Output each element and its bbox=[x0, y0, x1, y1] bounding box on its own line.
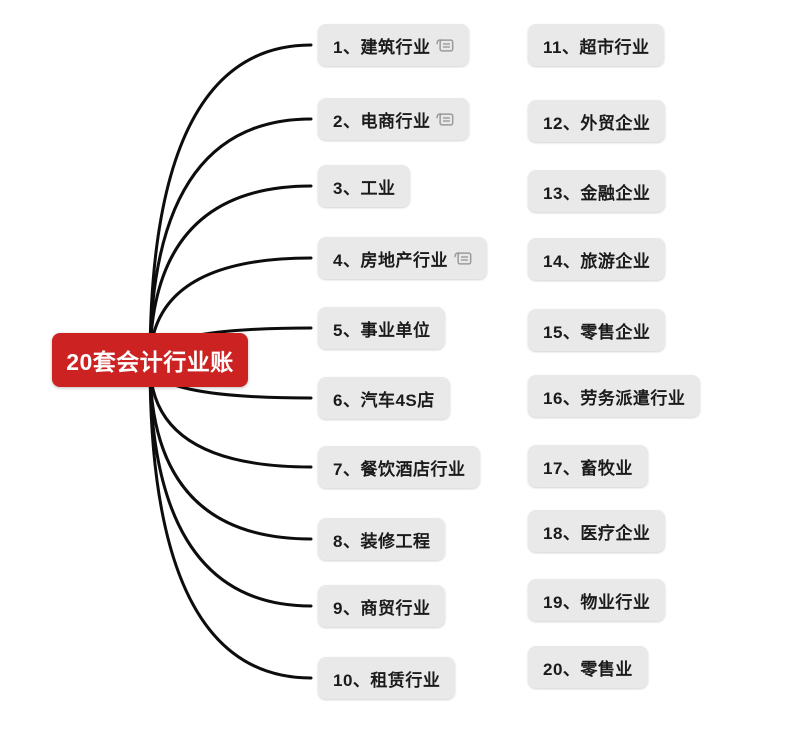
topic-label: 2、电商行业 bbox=[333, 111, 431, 131]
topic-label: 9、商贸行业 bbox=[333, 598, 431, 618]
topic-label: 7、餐饮酒店行业 bbox=[333, 459, 466, 479]
topic-node-left-10[interactable]: 10、租赁行业 bbox=[318, 657, 456, 699]
topic-label: 18、医疗企业 bbox=[543, 523, 651, 543]
topic-node-left-5[interactable]: 5、事业单位 bbox=[318, 307, 446, 349]
edge-to-topic-9 bbox=[148, 361, 313, 608]
topic-label: 4、房地产行业 bbox=[333, 250, 448, 270]
topic-node-left-6[interactable]: 6、汽车4S店 bbox=[318, 377, 450, 419]
topic-label: 8、装修工程 bbox=[333, 531, 431, 551]
topic-label: 13、金融企业 bbox=[543, 183, 651, 203]
topic-label: 10、租赁行业 bbox=[333, 670, 441, 690]
topic-node-right-6[interactable]: 16、劳务派遣行业 bbox=[528, 375, 701, 417]
notes-icon[interactable] bbox=[436, 38, 454, 53]
topic-node-right-5[interactable]: 15、零售企业 bbox=[528, 309, 666, 351]
topic-label: 6、汽车4S店 bbox=[333, 390, 435, 410]
topic-node-left-2[interactable]: 2、电商行业 bbox=[318, 98, 470, 140]
topic-node-right-2[interactable]: 12、外贸企业 bbox=[528, 100, 666, 142]
topic-node-left-9[interactable]: 9、商贸行业 bbox=[318, 585, 446, 627]
topic-node-left-1[interactable]: 1、建筑行业 bbox=[318, 24, 470, 66]
edge-to-topic-10 bbox=[148, 361, 313, 680]
topic-label: 15、零售企业 bbox=[543, 322, 651, 342]
topic-node-right-4[interactable]: 14、旅游企业 bbox=[528, 238, 666, 280]
edge-to-topic-3 bbox=[148, 184, 313, 365]
topic-label: 20、零售业 bbox=[543, 659, 633, 679]
topic-label: 19、物业行业 bbox=[543, 592, 651, 612]
topic-node-right-9[interactable]: 19、物业行业 bbox=[528, 579, 666, 621]
edge-to-topic-2 bbox=[148, 117, 313, 365]
topic-node-right-8[interactable]: 18、医疗企业 bbox=[528, 510, 666, 552]
topic-node-right-1[interactable]: 11、超市行业 bbox=[528, 24, 665, 66]
topic-label: 12、外贸企业 bbox=[543, 113, 651, 133]
topic-label: 5、事业单位 bbox=[333, 320, 431, 340]
topic-node-left-7[interactable]: 7、餐饮酒店行业 bbox=[318, 446, 481, 488]
topic-node-right-10[interactable]: 20、零售业 bbox=[528, 646, 648, 688]
topic-label: 1、建筑行业 bbox=[333, 37, 431, 57]
topic-node-left-3[interactable]: 3、工业 bbox=[318, 165, 411, 207]
topic-node-right-7[interactable]: 17、畜牧业 bbox=[528, 445, 648, 487]
topic-node-left-4[interactable]: 4、房地产行业 bbox=[318, 237, 487, 279]
topic-label: 11、超市行业 bbox=[543, 37, 650, 57]
topic-label: 3、工业 bbox=[333, 178, 396, 198]
edge-to-topic-7 bbox=[148, 361, 313, 469]
topic-label: 14、旅游企业 bbox=[543, 251, 651, 271]
edge-to-topic-1 bbox=[148, 43, 313, 365]
root-topic[interactable]: 20套会计行业账 bbox=[52, 333, 248, 387]
topic-node-left-8[interactable]: 8、装修工程 bbox=[318, 518, 446, 560]
topic-label: 17、畜牧业 bbox=[543, 458, 633, 478]
topic-node-right-3[interactable]: 13、金融企业 bbox=[528, 170, 666, 212]
notes-icon[interactable] bbox=[436, 112, 454, 127]
topic-label: 16、劳务派遣行业 bbox=[543, 388, 686, 408]
notes-icon[interactable] bbox=[454, 251, 472, 266]
